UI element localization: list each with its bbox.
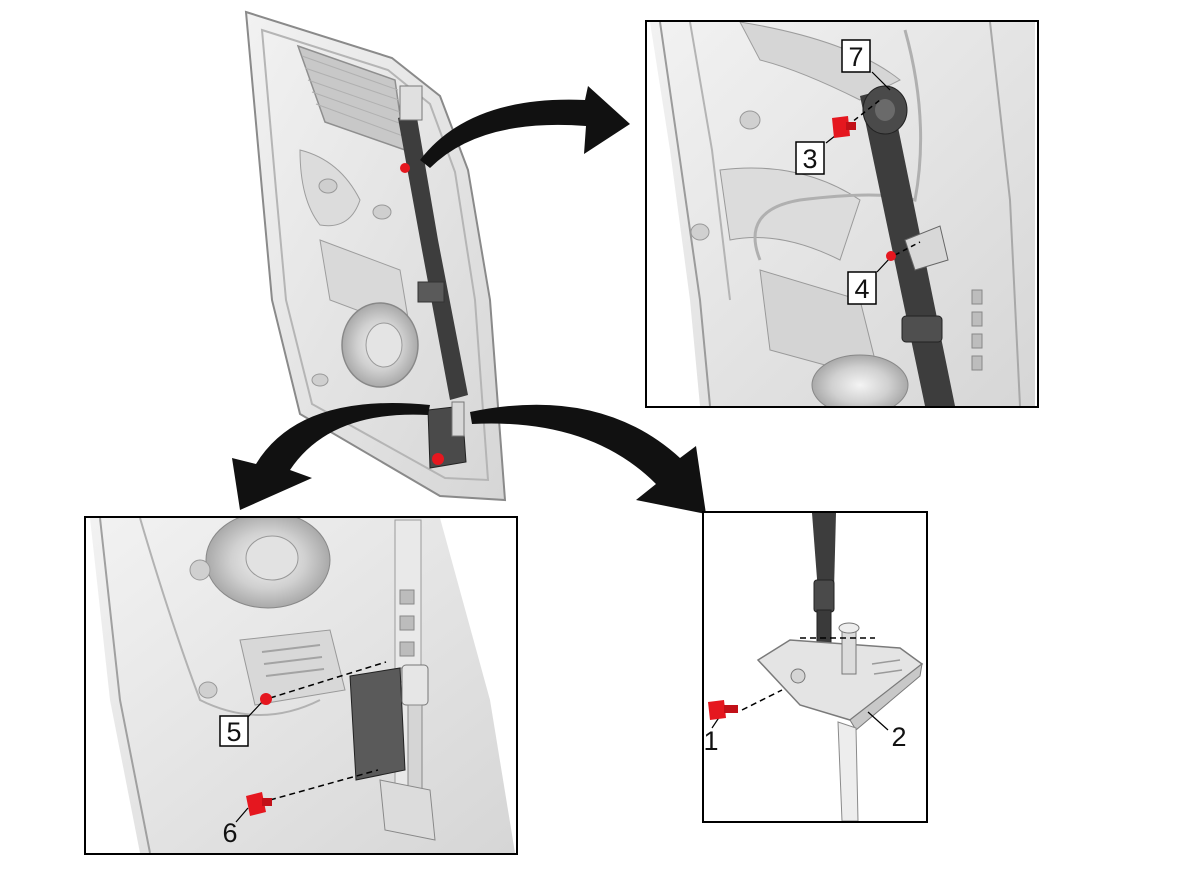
- svg-text:4: 4: [854, 274, 869, 304]
- fastener-lower-main: [432, 453, 444, 465]
- callout-5: 5: [219, 715, 249, 747]
- svg-text:3: 3: [802, 144, 817, 174]
- curved-arrow-icon: [232, 403, 430, 510]
- curved-arrow-icon: [420, 86, 630, 168]
- fastener-upper-main: [400, 163, 410, 173]
- callout-2: 2: [891, 722, 906, 752]
- bolt-icon: [886, 251, 896, 261]
- main-door-panel: [244, 10, 507, 502]
- detail-upper-anchor: 7 3 4: [645, 20, 1039, 408]
- seat-belt-strap-lower: [812, 513, 836, 592]
- detail-lower-retractor: 5 6: [84, 516, 518, 855]
- callout-3: 3: [795, 141, 825, 175]
- svg-text:5: 5: [226, 717, 241, 747]
- bolt-icon: [246, 792, 272, 816]
- seat-belt-strap: [398, 112, 468, 400]
- callout-4: 4: [847, 271, 877, 305]
- callout-7: 7: [841, 39, 871, 73]
- belt-retractor-detail: [349, 667, 406, 781]
- svg-text:7: 7: [848, 42, 863, 72]
- curved-arrow-icon: [470, 404, 706, 514]
- bolt-icon: [708, 700, 738, 720]
- callout-1: 1: [703, 726, 718, 756]
- callout-6: 6: [222, 818, 237, 848]
- bolt-icon: [832, 116, 856, 138]
- bolt-icon: [260, 693, 272, 705]
- detail-lower-anchor: 1 2: [702, 511, 928, 823]
